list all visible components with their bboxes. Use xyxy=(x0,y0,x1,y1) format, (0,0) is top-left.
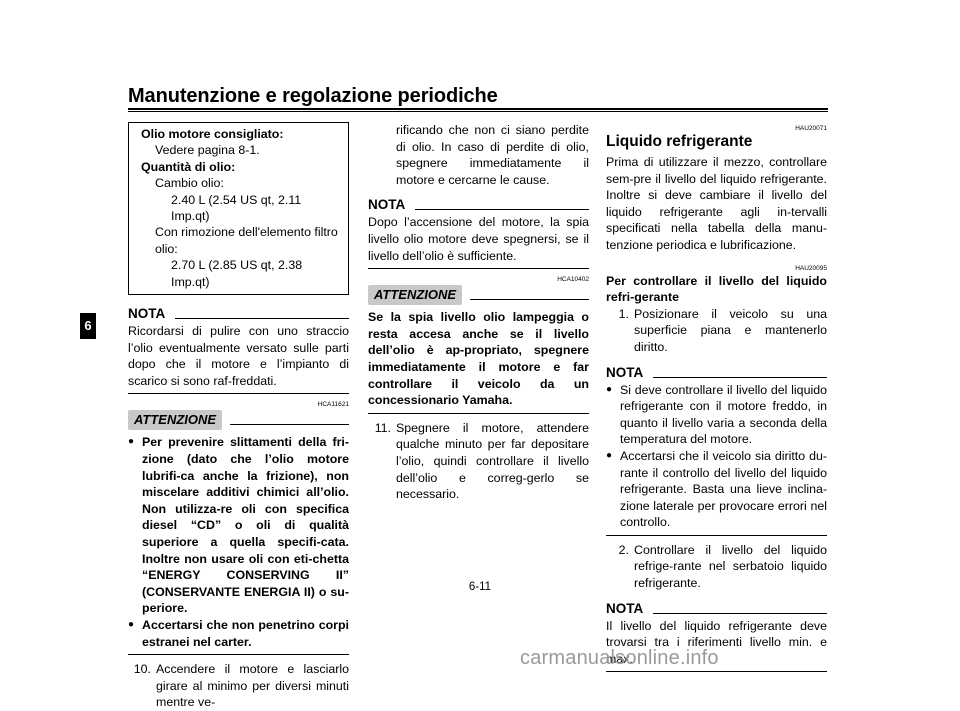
note-label: NOTA xyxy=(128,306,166,322)
watermark: carmanualsonline.info xyxy=(520,647,719,669)
change-label: Cambio olio: xyxy=(155,176,224,191)
note-bullet: ● Accertarsi che il veicolo sia diritto … xyxy=(606,448,827,531)
change-value: 2.40 L (2.54 US qt, 2.11 Imp.qt) xyxy=(171,192,302,224)
bullet-icon: ● xyxy=(606,449,613,461)
section-title: Liquido refrigerante xyxy=(606,133,753,150)
bullet-icon: ● xyxy=(128,618,135,630)
page-number: 6-11 xyxy=(468,581,492,593)
caution-heading: ATTENZIONE xyxy=(368,285,589,306)
chapter-tab: 6 xyxy=(80,313,96,339)
note-rule xyxy=(653,612,827,614)
step-number: 2. xyxy=(618,542,629,557)
step-text: Controllare il livello del liquido refri… xyxy=(634,542,827,591)
oil-label: Olio motore consigliato: xyxy=(141,127,284,141)
step-text: rificando che non ci siano perdite di ol… xyxy=(396,123,589,187)
filter-label-2: olio: xyxy=(155,241,178,256)
step-number: 1. xyxy=(618,306,629,321)
subsection-title: Per controllare il livello del liquido r… xyxy=(606,273,827,305)
caution-code: HCA10402 xyxy=(557,276,589,284)
step-text: Spegnere il motore, attendere qualche mi… xyxy=(396,420,589,502)
note-bullet-text: Si deve controllare il livello del liqui… xyxy=(620,382,827,447)
caution-rule xyxy=(230,423,349,425)
note-label: NOTA xyxy=(368,197,406,213)
note-rule xyxy=(175,318,349,320)
note-end-rule xyxy=(368,268,589,270)
note-heading: NOTA xyxy=(128,305,349,323)
caution-text: Se la spia livello olio lampeggia o rest… xyxy=(368,310,589,408)
column-left: Olio motore consigliato: Vedere pagina 8… xyxy=(128,122,349,711)
caution-bullet: ● Accertarsi che non penetrino corpi est… xyxy=(128,617,349,650)
note-rule xyxy=(415,209,589,211)
step-10-continued: rificando che non ci siano perdite di ol… xyxy=(368,122,589,188)
note-end-rule xyxy=(606,671,827,673)
subsection-code: HAU20095 xyxy=(795,264,827,272)
column-middle: rificando che non ci siano perdite di ol… xyxy=(368,122,589,503)
step-11: 11. Spegnere il motore, attendere qualch… xyxy=(368,420,589,503)
oil-value: Vedere pagina 8-1. xyxy=(155,143,260,158)
caution-bullet-text: Accertarsi che non penetrino corpi estra… xyxy=(142,617,349,649)
note-text: Il livello del liquido refrigerante deve… xyxy=(606,618,827,666)
caution-heading: ATTENZIONE xyxy=(128,410,349,431)
note-label: NOTA xyxy=(606,600,644,616)
page-title: Manutenzione e regolazione periodiche xyxy=(128,85,498,107)
title-rule-thin xyxy=(128,111,828,112)
bullet-icon: ● xyxy=(128,436,135,448)
step-text: Accendere il motore e lasciarlo girare a… xyxy=(156,662,349,710)
bullet-icon: ● xyxy=(606,383,613,395)
caution-code: HCA11621 xyxy=(317,401,349,409)
note-text: Ricordarsi di pulire con uno straccio l’… xyxy=(128,324,349,388)
caution-bullet: ● Per prevenire slittamenti della fri-zi… xyxy=(128,434,349,617)
filter-value: 2.70 L (2.85 US qt, 2.38 Imp.qt) xyxy=(171,258,303,289)
section-intro: Prima di utilizzare il mezzo, controllar… xyxy=(606,155,827,252)
title-rule xyxy=(128,108,828,110)
quantity-label: Quantità di olio: xyxy=(141,159,236,174)
step-2: 2. Controllare il livello del liquido re… xyxy=(606,542,827,592)
note-heading: NOTA xyxy=(606,364,827,382)
column-right: HAU20071 Liquido refrigerante Prima di u… xyxy=(606,122,827,678)
note-end-rule xyxy=(606,534,827,536)
note-heading: NOTA xyxy=(368,196,589,214)
step-text: Posizionare il veicolo su una superficie… xyxy=(634,306,827,354)
caution-end-rule xyxy=(368,412,589,414)
note-text: Dopo l’accensione del motore, la spia li… xyxy=(368,215,589,263)
note-label: NOTA xyxy=(606,364,644,380)
caution-badge: ATTENZIONE xyxy=(128,410,223,431)
oil-spec-box: Olio motore consigliato: Vedere pagina 8… xyxy=(128,122,349,296)
note-heading: NOTA xyxy=(606,600,827,618)
step-10: 10. Accendere il motore e lasciarlo gira… xyxy=(128,661,349,711)
step-1: 1. Posizionare il veicolo su una superfi… xyxy=(606,306,827,356)
caution-badge: ATTENZIONE xyxy=(368,285,463,306)
caution-end-rule xyxy=(128,654,349,656)
section-code: HAU20071 xyxy=(795,125,827,132)
note-bullet: ● Si deve controllare il livello del liq… xyxy=(606,382,827,448)
caution-bullet-text: Per prevenire slittamenti della fri-zion… xyxy=(142,435,349,616)
note-bullet-text: Accertarsi che il veicolo sia diritto du… xyxy=(620,448,827,530)
step-number: 10. xyxy=(133,662,151,677)
note-rule xyxy=(653,376,827,378)
caution-rule xyxy=(470,298,589,300)
note-end-rule xyxy=(128,393,349,395)
step-number: 11. xyxy=(374,420,391,435)
filter-label-1: Con rimozione dell'elemento filtro xyxy=(155,225,338,240)
